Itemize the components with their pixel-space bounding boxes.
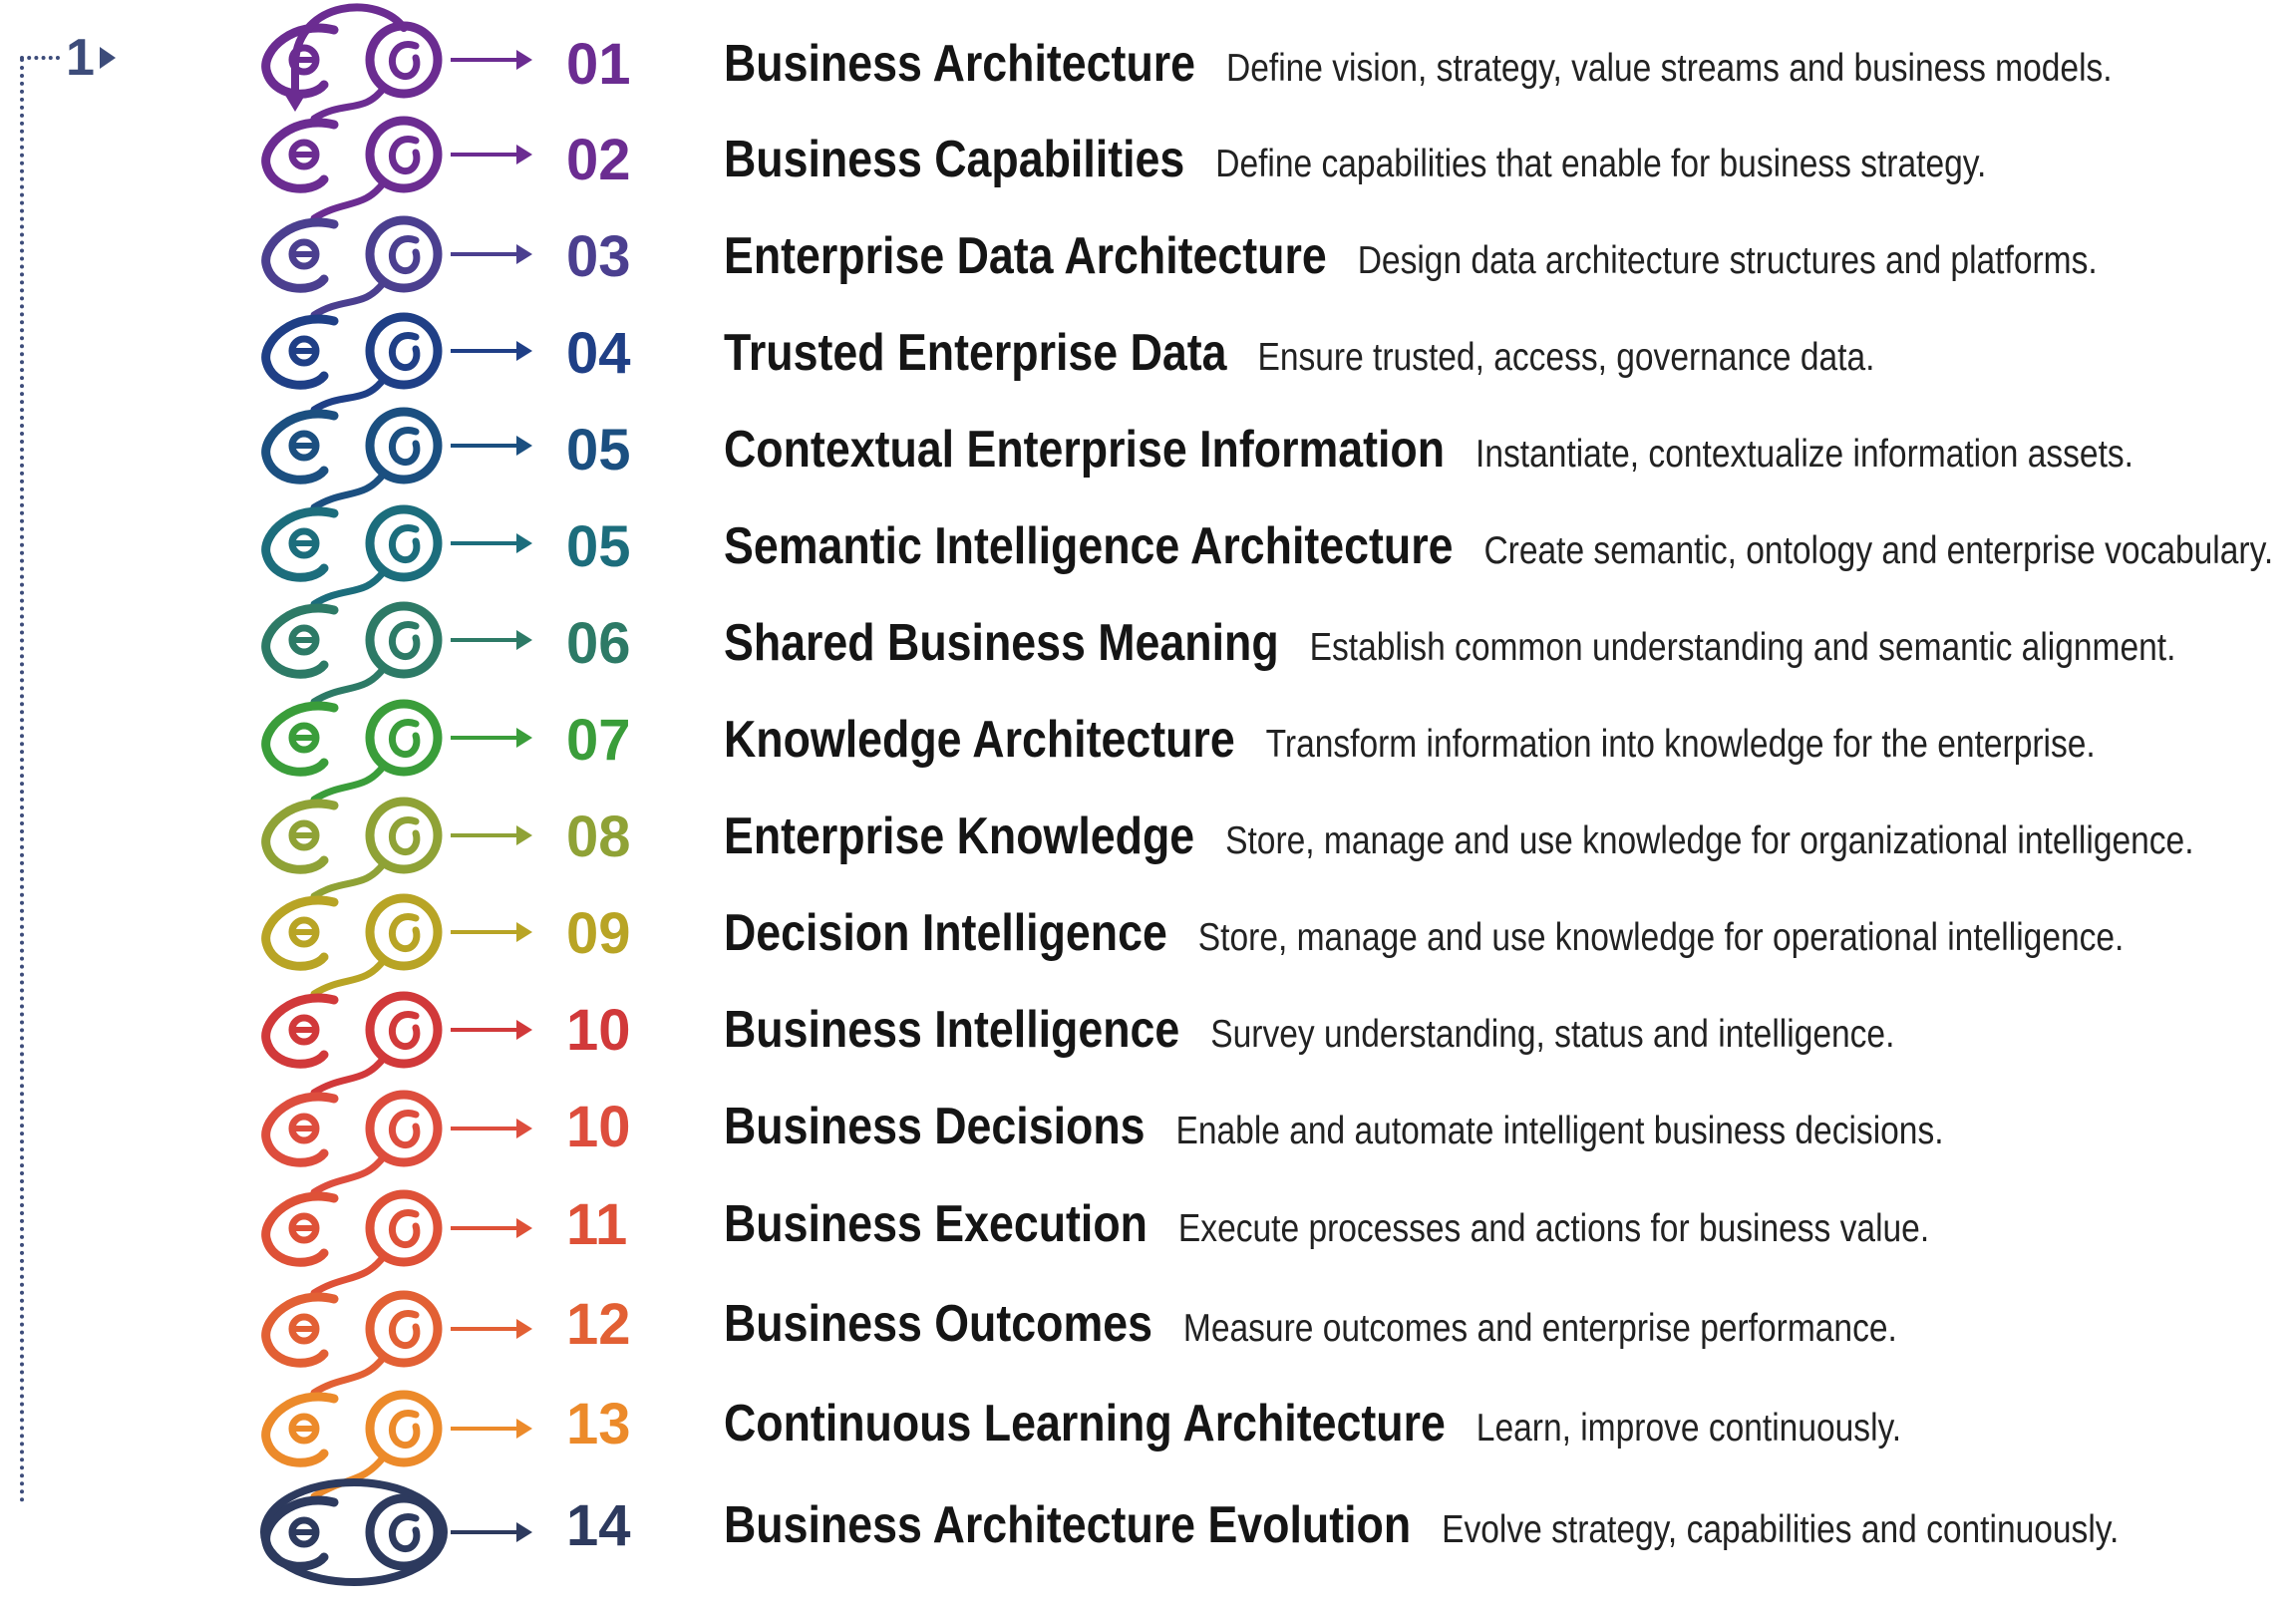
- step-title-line: Knowledge Architecture Transform informat…: [724, 710, 2096, 775]
- loop-back-arrowhead: [100, 47, 116, 69]
- step-number: 14: [566, 1493, 631, 1558]
- step-title: Business Capabilities: [724, 131, 1185, 188]
- step-row: 10 Business Intelligence Survey understand…: [0, 984, 2296, 1074]
- step-title: Business Architecture Evolution: [724, 1496, 1412, 1554]
- step-number: 09: [566, 901, 631, 966]
- step-row: 04 Trusted Enterprise Data Ensure trusted,…: [0, 307, 2296, 397]
- step-description: Define capabilities that enable for busi…: [1215, 143, 1987, 185]
- step-description: Execute processes and actions for busine…: [1177, 1207, 1930, 1250]
- step-title-line: Continuous Learning Architecture Learn, i…: [724, 1394, 1901, 1458]
- step-row: 01 Business Architecture Define vision, st…: [0, 18, 2296, 108]
- step-title: Enterprise Knowledge: [724, 807, 1195, 865]
- step-title-line: Business Architecture Evolution Evolve st…: [724, 1495, 2119, 1560]
- step-number: 05: [566, 418, 631, 483]
- step-title: Trusted Enterprise Data: [724, 324, 1227, 382]
- step-description: Enable and automate intelligent business…: [1175, 1110, 1944, 1152]
- step-title: Decision Intelligence: [724, 904, 1167, 962]
- step-title-line: Business Execution Execute processes and …: [724, 1194, 1929, 1259]
- step-title-line: Business Capabilities Define capabilities…: [724, 130, 1986, 194]
- step-number: 08: [566, 805, 631, 869]
- step-number: 12: [566, 1292, 631, 1357]
- step-title-line: Enterprise Knowledge Store, manage and us…: [724, 806, 2194, 871]
- step-row: 13 Continuous Learning Architecture Learn,…: [0, 1378, 2296, 1467]
- step-title: Semantic Intelligence Architecture: [724, 517, 1454, 575]
- step-number: 02: [566, 128, 631, 192]
- step-title: Continuous Learning Architecture: [724, 1395, 1446, 1452]
- step-title-line: Trusted Enterprise Data Ensure trusted, a…: [724, 323, 1874, 388]
- step-number: 11: [566, 1192, 628, 1257]
- step-title-line: Business Decisions Enable and automate in…: [724, 1097, 1944, 1161]
- step-row: 03 Enterprise Data Architecture Design dat…: [0, 210, 2296, 300]
- step-title-line: Semantic Intelligence Architecture Create…: [724, 516, 2273, 581]
- step-title-line: Business Intelligence Survey understandin…: [724, 1000, 1894, 1065]
- step-row: 08 Enterprise Knowledge Store, manage and …: [0, 791, 2296, 880]
- step-row: 09 Decision Intelligence Store, manage and…: [0, 887, 2296, 977]
- step-title: Knowledge Architecture: [724, 711, 1235, 769]
- loop-back-dotted-line: [20, 58, 24, 1503]
- step-row: 11 Business Execution Execute processes an…: [0, 1178, 2296, 1268]
- step-description: Instantiate, contextualize information a…: [1476, 433, 2134, 476]
- step-title-line: Contextual Enterprise Information Instant…: [724, 420, 2133, 484]
- step-title: Business Decisions: [724, 1098, 1146, 1155]
- step-description: Define vision, strategy, value streams a…: [1226, 47, 2113, 90]
- step-description: Store, manage and use knowledge for orga…: [1225, 819, 2194, 862]
- step-title-line: Business Outcomes Measure outcomes and en…: [724, 1294, 1897, 1359]
- step-title-line: Business Architecture Define vision, stra…: [724, 34, 2113, 99]
- step-title: Business Outcomes: [724, 1295, 1152, 1353]
- loop-back-label: 1: [66, 29, 95, 87]
- step-description: Establish common understanding and seman…: [1309, 626, 2176, 669]
- step-number: 06: [566, 611, 631, 676]
- step-row: 10 Business Decisions Enable and automate …: [0, 1081, 2296, 1170]
- step-description: Store, manage and use knowledge for oper…: [1197, 916, 2125, 959]
- step-number: 04: [566, 321, 631, 386]
- step-row: 07 Knowledge Architecture Transform inform…: [0, 694, 2296, 784]
- step-number: 01: [566, 32, 631, 97]
- step-row: 02 Business Capabilities Define capabiliti…: [0, 114, 2296, 203]
- step-description: Design data architecture structures and …: [1357, 239, 2098, 282]
- step-description: Ensure trusted, access, governance data.: [1257, 336, 1875, 379]
- step-title-line: Shared Business Meaning Establish common …: [724, 613, 2175, 678]
- step-row: 06 Shared Business Meaning Establish commo…: [0, 597, 2296, 687]
- step-number: 10: [566, 1095, 631, 1159]
- step-title-line: Decision Intelligence Store, manage and u…: [724, 903, 2124, 968]
- step-number: 05: [566, 514, 631, 579]
- step-title: Shared Business Meaning: [724, 614, 1279, 672]
- step-row: 14 Business Architecture Evolution Evolve …: [0, 1479, 2296, 1569]
- step-title: Business Architecture: [724, 35, 1196, 93]
- loop-back-top-line: [20, 56, 60, 60]
- step-row: 12 Business Outcomes Measure outcomes and …: [0, 1278, 2296, 1368]
- step-row: 05 Semantic Intelligence Architecture Crea…: [0, 500, 2296, 590]
- step-description: Create semantic, ontology and enterprise…: [1483, 529, 2274, 572]
- step-title: Enterprise Data Architecture: [724, 227, 1327, 285]
- step-description: Survey understanding, status and intelli…: [1210, 1013, 1895, 1056]
- step-description: Transform information into knowledge for…: [1265, 723, 2096, 766]
- step-description: Learn, improve continuously.: [1476, 1407, 1902, 1450]
- step-title: Business Intelligence: [724, 1001, 1180, 1059]
- step-number: 13: [566, 1392, 631, 1456]
- step-title-line: Enterprise Data Architecture Design data …: [724, 226, 2098, 291]
- step-description: Evolve strategy, capabilities and contin…: [1442, 1508, 2120, 1551]
- step-number: 07: [566, 708, 631, 773]
- step-title: Business Execution: [724, 1195, 1148, 1253]
- step-title: Contextual Enterprise Information: [724, 421, 1446, 479]
- step-number: 10: [566, 998, 631, 1063]
- step-number: 03: [566, 224, 631, 289]
- step-row: 05 Contextual Enterprise Information Insta…: [0, 404, 2296, 493]
- step-description: Measure outcomes and enterprise performa…: [1182, 1307, 1897, 1350]
